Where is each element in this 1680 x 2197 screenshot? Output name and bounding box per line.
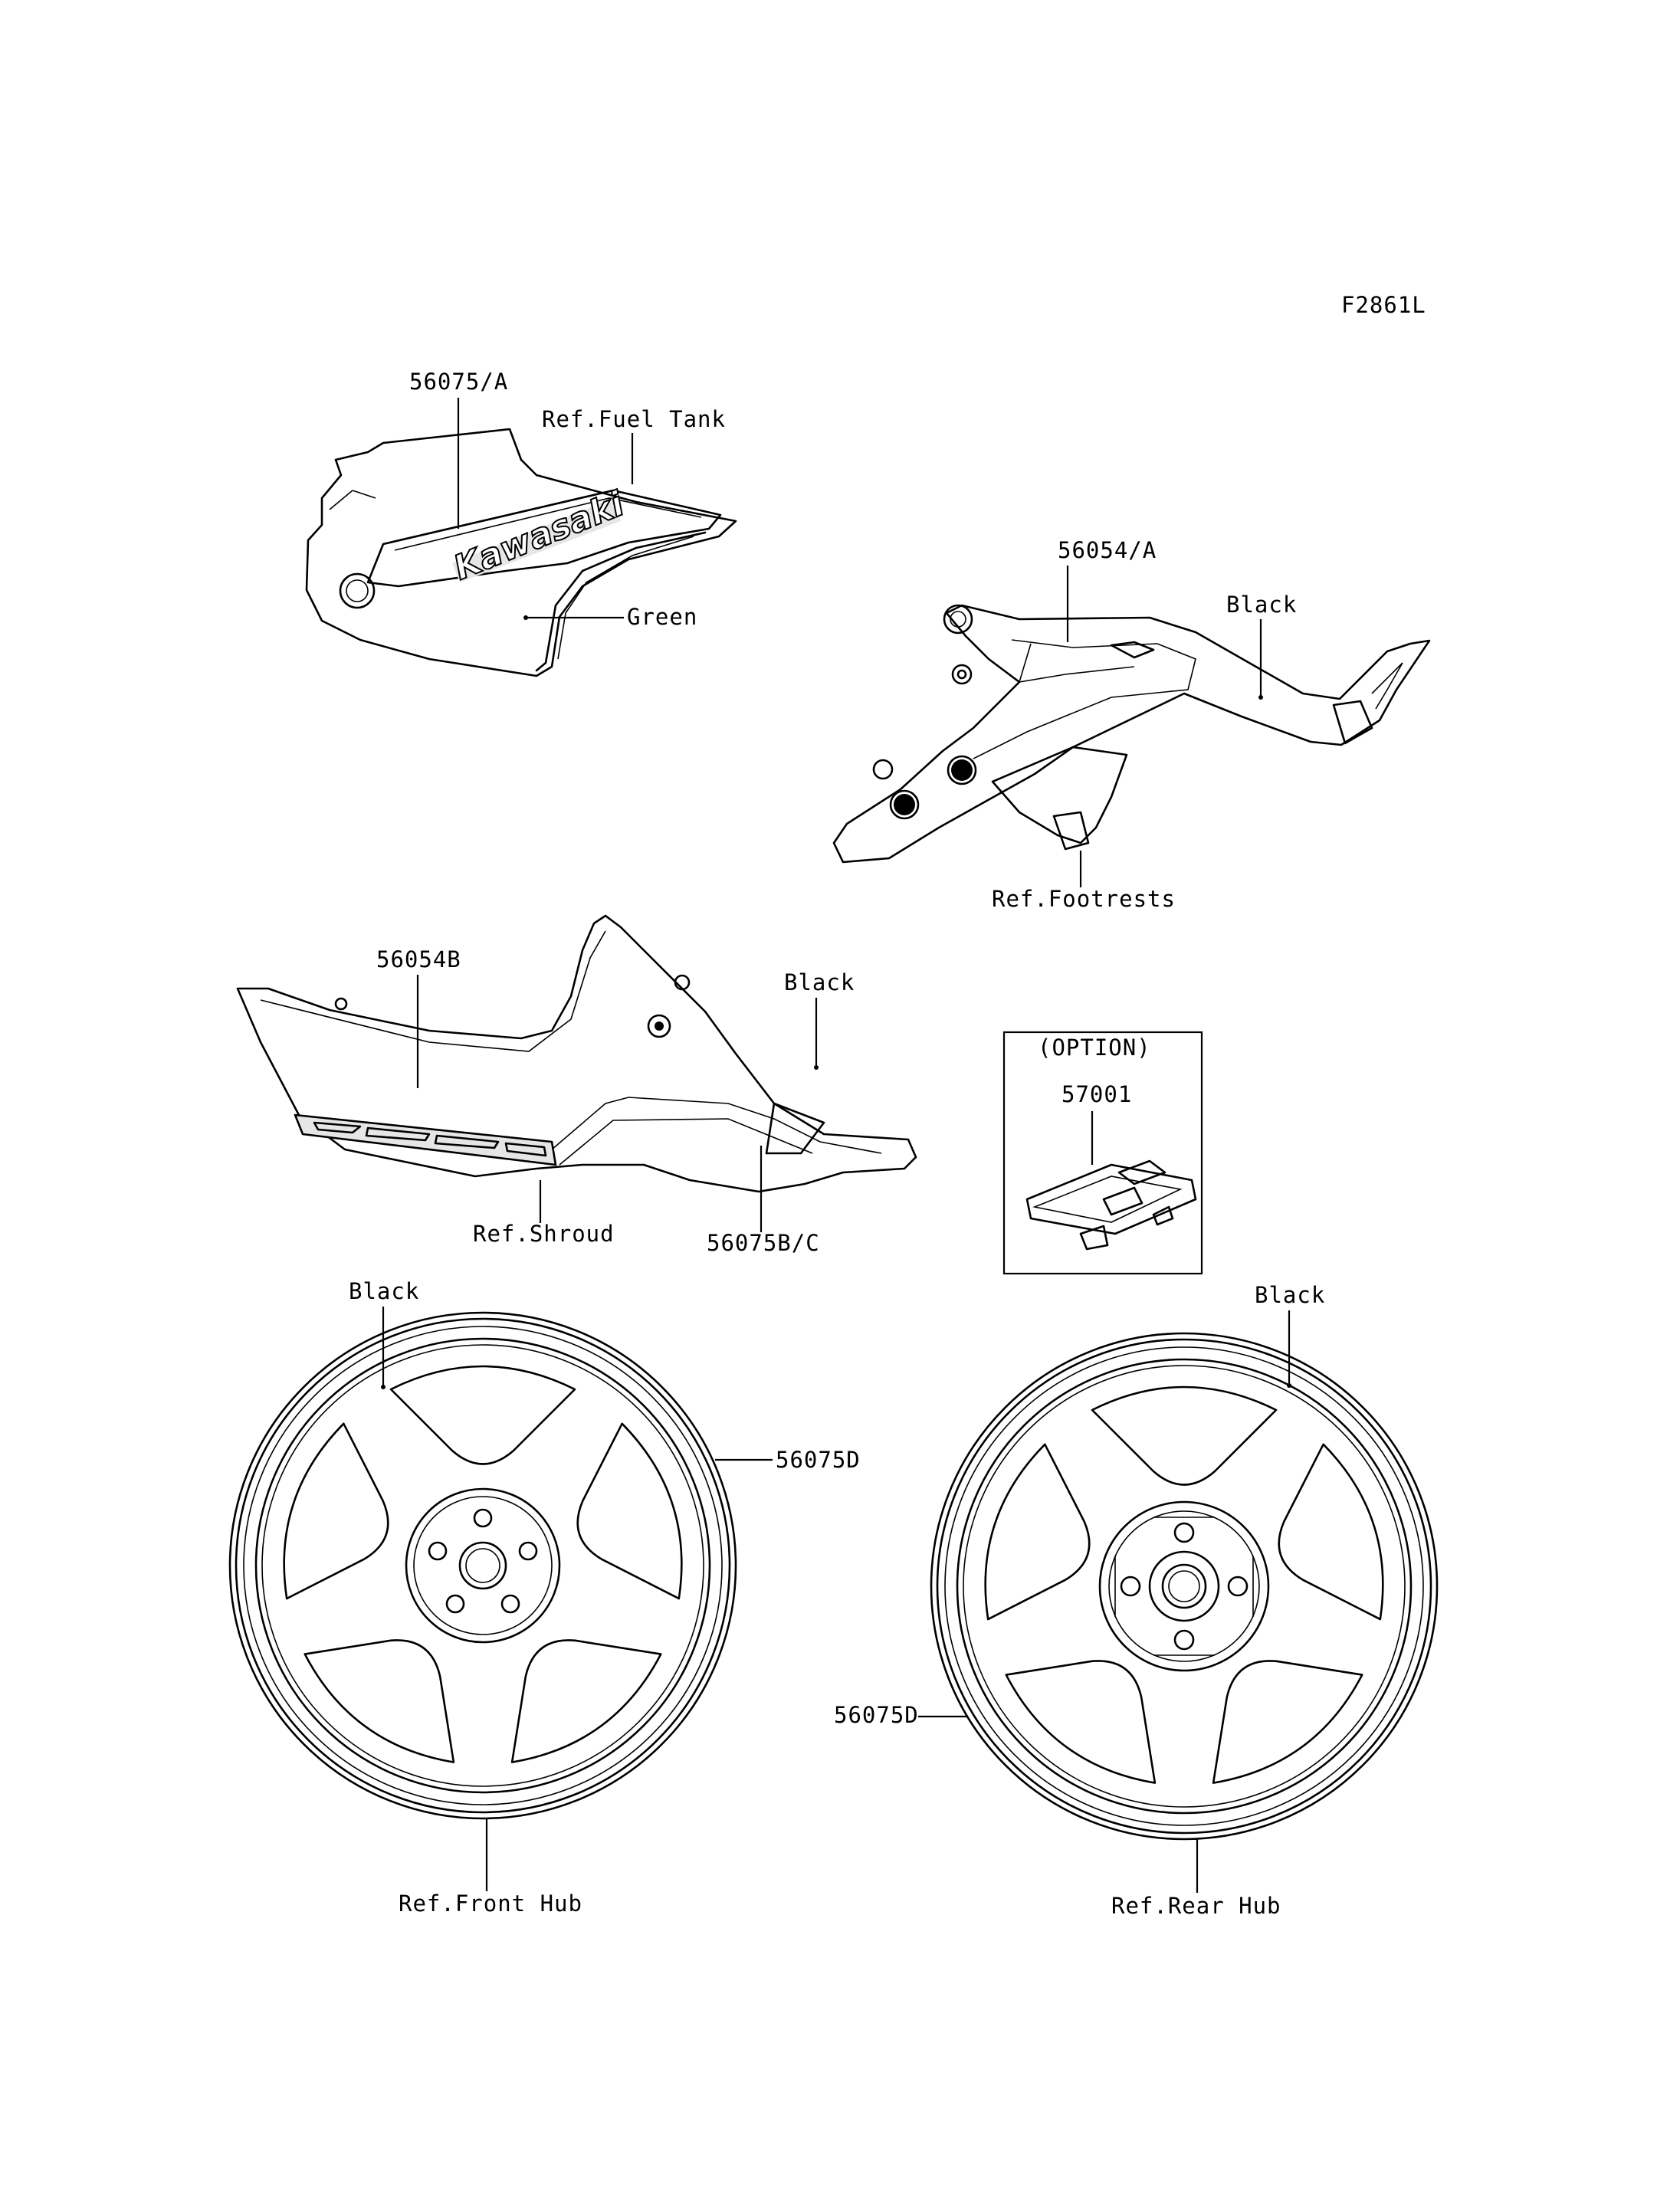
label-56075-a: 56075/A — [409, 369, 508, 395]
label-56054b: 56054B — [376, 946, 461, 972]
option-title: (OPTION) — [1038, 1035, 1151, 1061]
rear-wheel — [930, 1332, 1439, 1841]
frame-cover — [832, 604, 1431, 864]
label-shroud-black: Black — [784, 969, 855, 995]
front-wheel — [228, 1311, 737, 1820]
option-part-number: 57001 — [1061, 1081, 1132, 1107]
label-ref-shroud: Ref.Shroud — [473, 1221, 615, 1247]
label-rear-56075d: 56075D — [834, 1702, 919, 1728]
paint-pen-item — [1025, 1159, 1197, 1251]
label-ref-footrests: Ref.Footrests — [992, 886, 1176, 912]
label-ref-rear-hub: Ref.Rear Hub — [1111, 1893, 1281, 1919]
label-56054-a: 56054/A — [1058, 537, 1157, 563]
label-front-black: Black — [349, 1278, 419, 1304]
figure-id: F2861L — [1341, 292, 1426, 318]
label-rear-black: Black — [1255, 1282, 1325, 1308]
label-ref-front-hub: Ref.Front Hub — [399, 1890, 582, 1917]
label-front-56075d: 56075D — [776, 1447, 861, 1473]
side-shroud — [236, 914, 917, 1193]
label-frame-black: Black — [1226, 592, 1297, 618]
label-green: Green — [627, 604, 697, 630]
option-box: (OPTION) 57001 — [1002, 1031, 1203, 1275]
label-56075b-c: 56075B/C — [707, 1230, 820, 1256]
label-ref-fuel-tank: Ref.Fuel Tank — [542, 406, 726, 432]
fuel-tank-cover: Kawasaki — [305, 428, 737, 677]
